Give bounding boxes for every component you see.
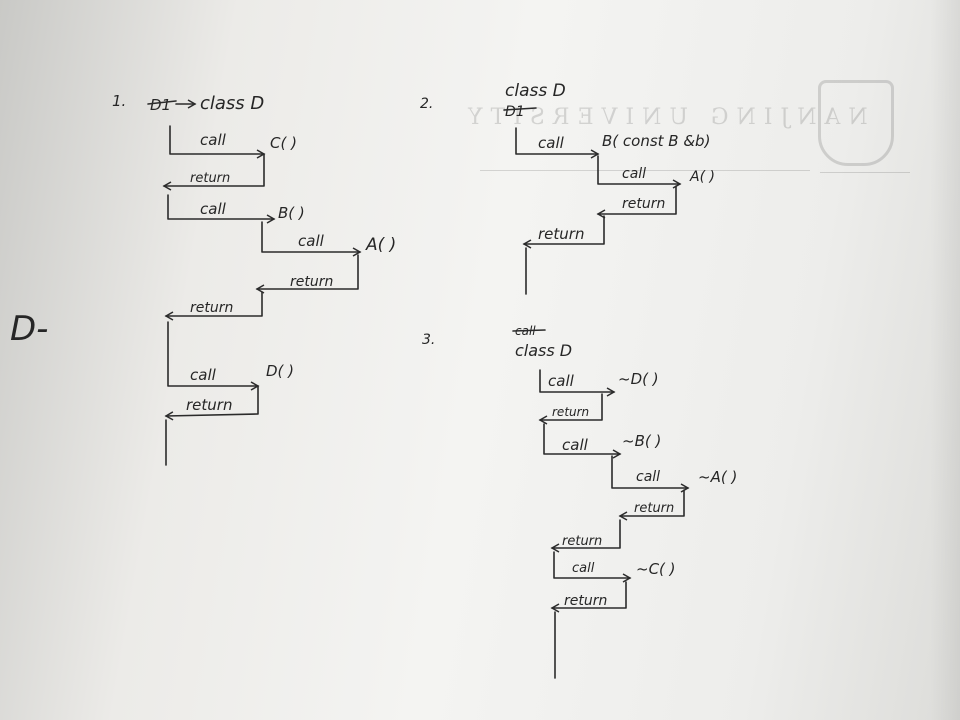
call-label: call bbox=[538, 134, 565, 152]
diagram-3: 3. call class D call ~D( ) return call ~… bbox=[422, 324, 737, 679]
diagram-3-header: class D bbox=[515, 341, 572, 360]
return-arrow bbox=[550, 581, 627, 613]
return-label: return bbox=[562, 534, 602, 549]
return-arrow bbox=[596, 185, 677, 219]
call-arrow bbox=[597, 155, 682, 189]
call-label: call bbox=[636, 469, 660, 485]
call-label: call bbox=[190, 366, 217, 384]
strike-through-mark bbox=[147, 100, 177, 105]
return-label: return bbox=[622, 196, 665, 212]
strike-through-mark bbox=[503, 107, 537, 111]
paper-edge-shadow bbox=[930, 0, 960, 720]
call-arrow bbox=[543, 423, 622, 459]
return-arrow bbox=[164, 291, 263, 321]
return-arrow bbox=[538, 393, 603, 425]
return-arrow bbox=[164, 385, 259, 421]
call-target: A( ) bbox=[365, 235, 396, 255]
call-arrow bbox=[167, 194, 276, 224]
call-target: ~A( ) bbox=[698, 468, 737, 486]
return-label: return bbox=[552, 405, 589, 419]
call-target: C( ) bbox=[270, 134, 297, 152]
diagram-1-header: class D bbox=[200, 93, 264, 114]
call-target: ~B( ) bbox=[622, 432, 661, 450]
call-arrow bbox=[261, 221, 362, 257]
return-arrow bbox=[618, 489, 685, 521]
return-arrow bbox=[255, 254, 359, 294]
return-label: return bbox=[538, 225, 584, 243]
return-label: return bbox=[186, 396, 232, 414]
call-target: D( ) bbox=[266, 362, 294, 380]
call-arrow bbox=[611, 455, 690, 493]
call-label: call bbox=[622, 166, 646, 182]
return-label: return bbox=[564, 593, 607, 609]
call-target: B( const B &b) bbox=[602, 132, 710, 150]
return-label: return bbox=[190, 171, 230, 186]
call-arrow bbox=[167, 321, 260, 391]
call-label: call bbox=[200, 131, 227, 149]
return-arrow bbox=[162, 153, 265, 191]
diagram-2: 2. class D D1 call B( const B &b) call A… bbox=[420, 81, 715, 295]
call-target: A( ) bbox=[689, 169, 715, 185]
diagram-3-number: 3. bbox=[422, 332, 435, 348]
diagram-1: 1. D1 class D call C( ) return call B( )… bbox=[112, 92, 396, 466]
diagram-1-number: 1. bbox=[112, 92, 126, 110]
diagram-2-struck-text: D1 bbox=[505, 104, 525, 120]
return-label: return bbox=[190, 300, 233, 316]
call-label: call bbox=[200, 200, 227, 218]
call-target: B( ) bbox=[278, 204, 305, 222]
call-arrow bbox=[169, 125, 266, 159]
margin-note: D- bbox=[10, 309, 48, 349]
return-arrow bbox=[522, 215, 605, 249]
return-arrow bbox=[550, 519, 621, 553]
diagram-1-struck-text: D1 bbox=[150, 96, 171, 114]
call-label: call bbox=[562, 436, 589, 454]
return-label: return bbox=[290, 274, 333, 290]
call-label: call bbox=[548, 372, 575, 390]
call-target: ~D( ) bbox=[618, 370, 659, 388]
call-arrow bbox=[553, 551, 632, 583]
call-target: ~C( ) bbox=[636, 560, 676, 578]
strike-through-mark bbox=[512, 329, 546, 332]
diagram-2-header: class D bbox=[505, 81, 566, 101]
call-label: call bbox=[298, 232, 325, 250]
call-label: call bbox=[572, 561, 595, 576]
call-arrow bbox=[515, 127, 600, 159]
diagram-2-number: 2. bbox=[420, 96, 433, 112]
show-through-letterhead: NANJING UNIVERSITY bbox=[440, 60, 960, 240]
return-label: return bbox=[634, 501, 674, 516]
call-arrow bbox=[539, 369, 616, 397]
